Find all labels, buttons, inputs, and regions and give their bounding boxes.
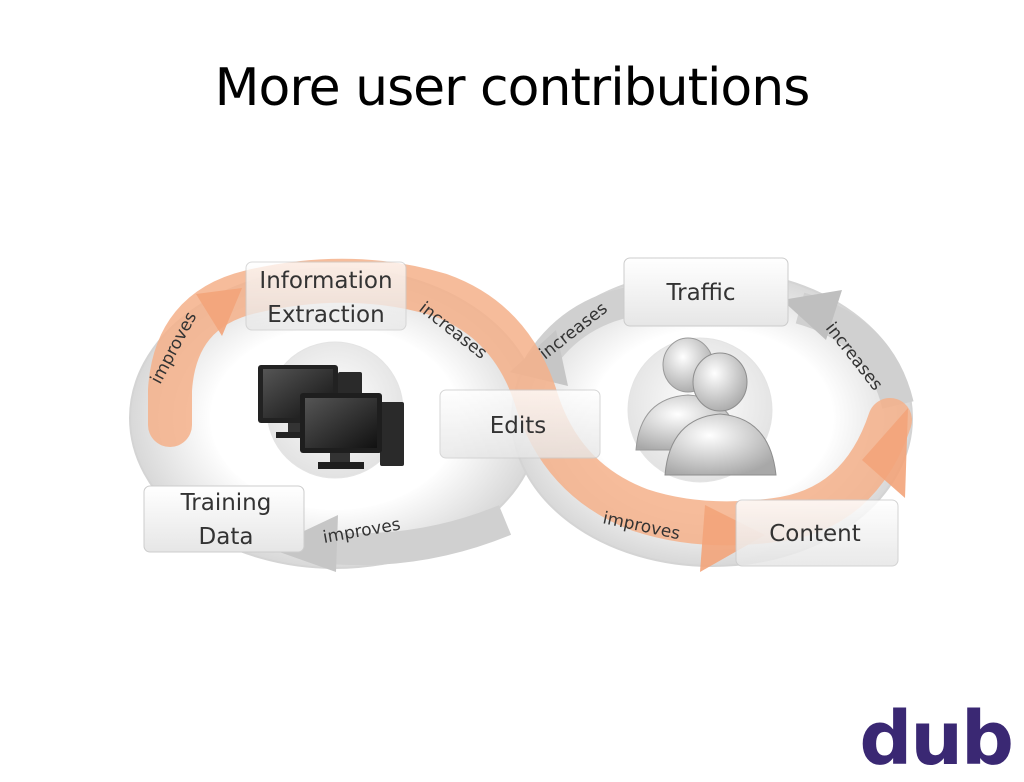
node-edits: Edits — [439, 389, 601, 459]
node-training-data: Training Data — [143, 485, 305, 553]
users-icon — [635, 337, 777, 476]
gray-arrowhead-top-right — [782, 290, 842, 340]
gray-arrow-bottom-left — [328, 505, 512, 566]
node-information-extraction: Information Extraction — [245, 261, 407, 331]
orange-arrowhead-bottom — [700, 505, 765, 572]
slide-title: More user contributions — [214, 58, 811, 118]
node-label-traffic: Traffic — [665, 280, 735, 306]
node-label-information: Information — [259, 268, 392, 294]
node-label-extraction: Extraction — [267, 302, 384, 328]
dub-logo: dub — [859, 696, 1014, 782]
node-label-data: Data — [199, 524, 254, 550]
orange-arrowhead-right — [862, 408, 908, 498]
node-content: Content — [735, 499, 899, 567]
orange-arrowhead-top-left — [196, 288, 242, 336]
computers-icon — [258, 365, 404, 469]
node-label-edits: Edits — [490, 413, 547, 439]
node-label-training: Training — [180, 490, 272, 516]
node-label-content: Content — [769, 521, 860, 547]
node-traffic: Traffic — [623, 257, 789, 327]
